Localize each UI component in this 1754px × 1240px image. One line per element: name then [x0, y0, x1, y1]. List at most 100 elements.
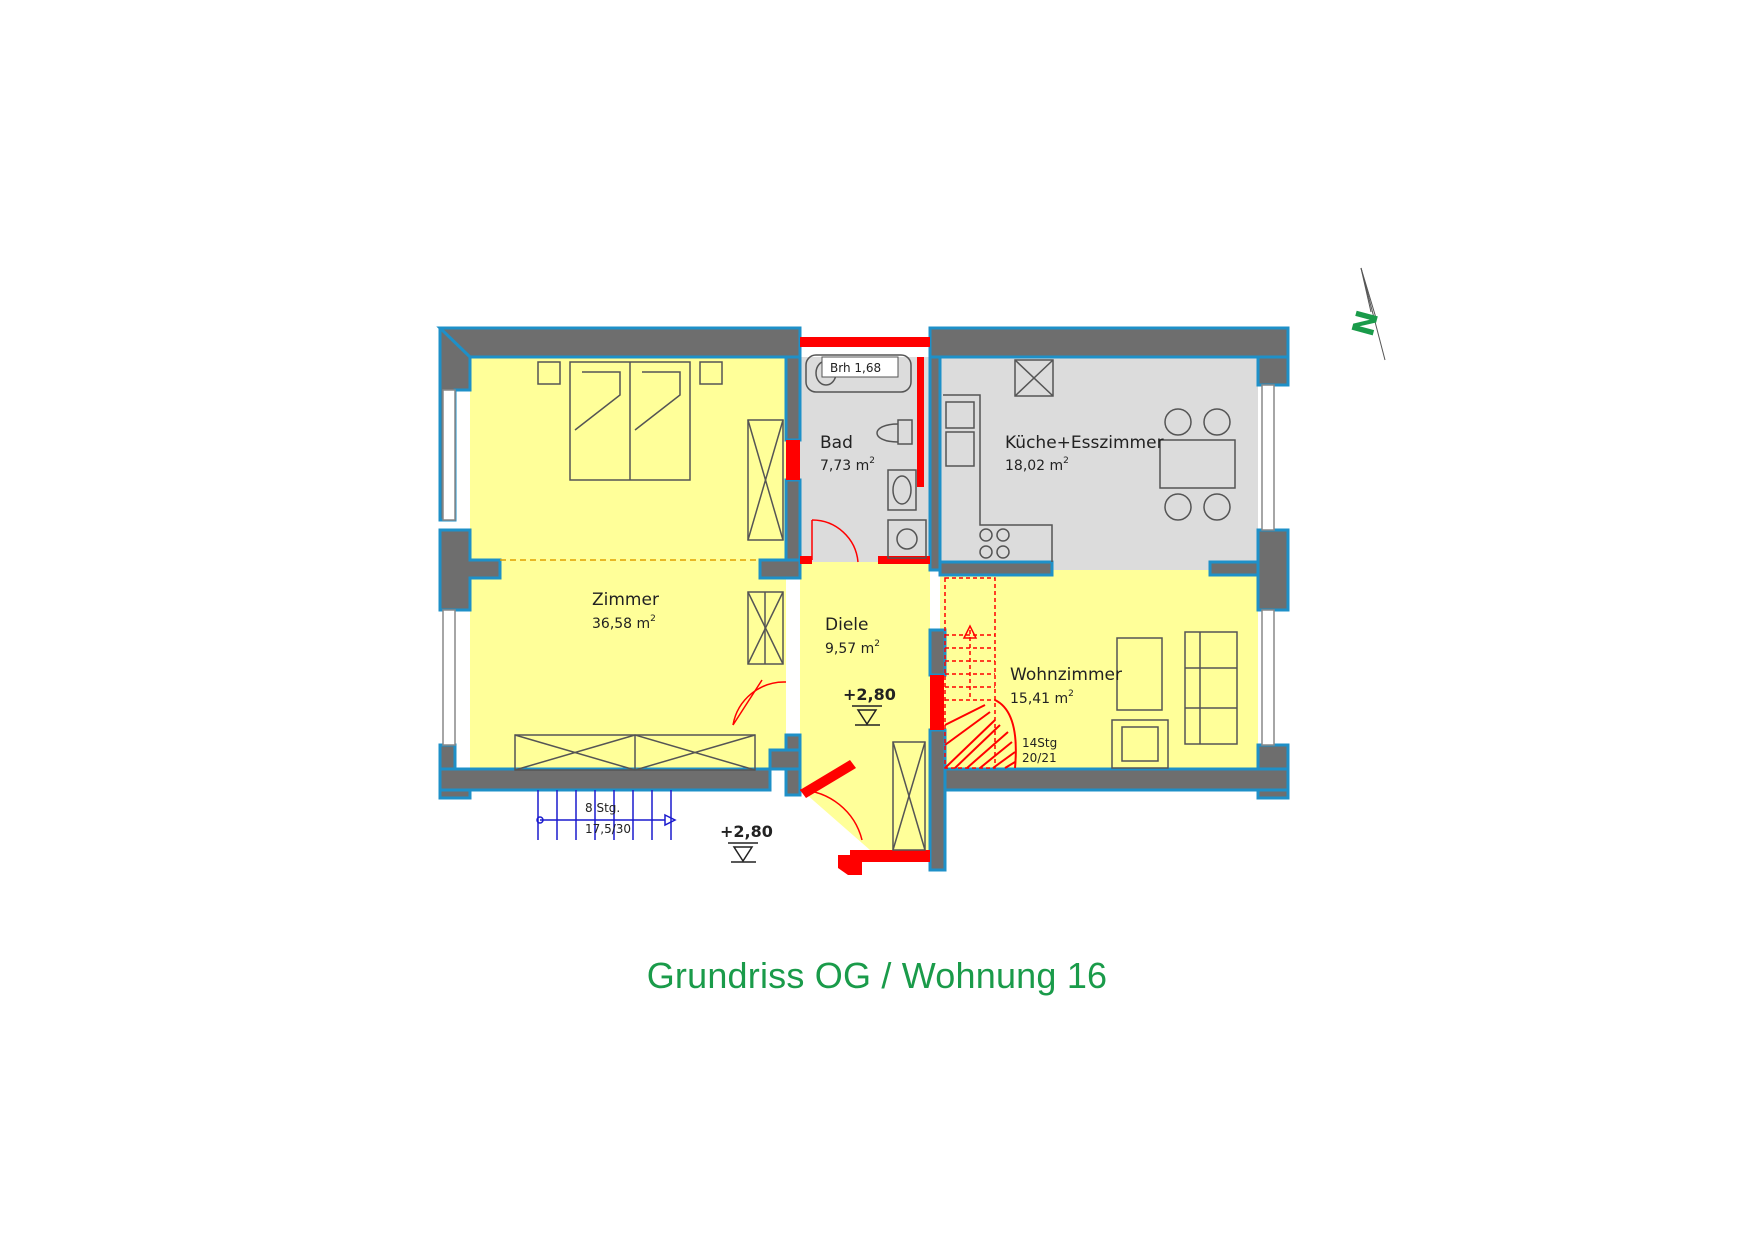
north-arrow-line-1	[1360, 267, 1386, 361]
stairs-outside-ratio: 17,5/30	[585, 822, 631, 836]
red-wall-bad-right	[917, 357, 924, 487]
furniture	[514, 354, 1238, 851]
wardrobe-upper	[747, 419, 784, 541]
red-wall-bad-top	[800, 337, 930, 347]
wardrobe-bottom-x4	[634, 734, 756, 771]
toilet-tank	[897, 419, 913, 445]
dining-table	[1159, 439, 1236, 489]
wall-bottom-left	[438, 767, 772, 792]
door-entry-leaf	[800, 760, 856, 798]
external-stairs	[536, 790, 677, 840]
bad-area: 7,73 m2	[820, 456, 875, 474]
diele-name: Diele	[825, 615, 868, 635]
bed-blanket-left	[574, 371, 621, 431]
stair-wind-8	[944, 704, 986, 726]
armchair-seat	[1121, 726, 1159, 762]
bathtub	[805, 354, 912, 393]
window-left-1	[442, 389, 456, 521]
wall-kueche-wohn-left	[938, 560, 1054, 577]
brh-label: Brh 1,68	[830, 361, 881, 375]
chair-4	[1203, 493, 1231, 521]
level-marker-inside	[852, 705, 882, 726]
new-walls	[786, 337, 944, 875]
north-arrow: N	[1346, 267, 1386, 361]
level-outside-label: +2,80	[720, 822, 773, 841]
nightstand-right	[699, 361, 723, 385]
wall-bad-kueche	[928, 355, 942, 572]
kitchen-counter	[943, 394, 1053, 562]
kueche-name: Küche+Esszimmer	[1005, 433, 1164, 453]
diele-wardrobe-x2	[892, 741, 926, 851]
windows	[442, 384, 1275, 746]
bad-fill	[800, 357, 930, 562]
burner-3	[979, 545, 993, 559]
wohnzimmer-fill	[940, 570, 1258, 769]
window-right-2	[1261, 609, 1275, 746]
coffee-table	[1116, 637, 1163, 711]
stair-arrow-head	[962, 624, 978, 639]
bath-sink-basin	[892, 475, 912, 505]
burner-4	[996, 545, 1010, 559]
stair-wind-6	[1004, 761, 1016, 769]
bath-sink	[887, 469, 917, 511]
shower-drain	[896, 528, 918, 550]
wall-kueche-wohn-right	[1208, 560, 1260, 577]
red-wall-bottom	[850, 850, 930, 862]
kitchen-cabinet-x2	[1014, 359, 1054, 397]
stair-wind-5	[992, 751, 1016, 769]
zimmer-area: 36,58 m2	[592, 614, 656, 632]
diele-area: 9,57 m2	[825, 639, 880, 657]
kitchen-sink	[945, 401, 975, 429]
north-arrow-line-3	[1360, 267, 1372, 313]
wall-diele-wohn-upper	[928, 628, 947, 677]
wall-diele-wohn-lower	[928, 728, 947, 872]
shower	[887, 519, 927, 559]
burner-1	[979, 528, 993, 542]
red-wall-diele-right	[930, 675, 944, 730]
page-title: Grundriss OG / Wohnung 16	[646, 955, 1108, 996]
ext-stair-start	[536, 816, 544, 824]
wall-right-top	[1256, 355, 1290, 387]
chair-1	[1164, 408, 1192, 436]
sofa	[1184, 631, 1238, 745]
diele-wardrobe	[892, 741, 926, 851]
stairs-inside-count: 14Stg	[1022, 736, 1057, 750]
stair-wind-7	[944, 711, 991, 746]
brh-box	[821, 356, 899, 378]
window-right-1	[1261, 384, 1275, 531]
burner-2	[996, 528, 1010, 542]
red-wall-entry	[838, 855, 862, 875]
kueche-fill	[940, 357, 1258, 570]
zimmer-fill	[470, 357, 786, 769]
nightstand-left	[537, 361, 561, 385]
armchair	[1111, 719, 1169, 769]
north-arrow-label: N	[1346, 307, 1386, 340]
kueche-area: 18,02 m2	[1005, 456, 1069, 474]
level-marker-outside	[728, 842, 758, 863]
window-left-2	[442, 609, 456, 746]
wohn-name: Wohnzimmer	[1010, 665, 1122, 685]
level-outside-triangle	[732, 846, 754, 863]
red-wall-bad-left	[786, 440, 800, 480]
kitchen-cabinet	[1014, 359, 1054, 397]
stairs-frame	[944, 577, 996, 769]
wall-zimmer-bottom-stub	[768, 748, 802, 771]
stairs-outside-count: 8 Stg.	[585, 801, 620, 815]
level-inside-label: +2,80	[843, 685, 896, 704]
door-bad-swing	[811, 519, 859, 563]
door-zimmer-swing	[732, 681, 787, 726]
level-inside-triangle	[856, 709, 878, 726]
wall-right-mid	[1256, 528, 1290, 612]
wardrobe-bottom-x2	[514, 734, 636, 771]
room-labels: Zimmer 36,58 m2 Bad 7,73 m2 Küche+Esszim…	[592, 433, 1164, 707]
toilet-bowl	[876, 423, 899, 443]
north-arrow-line-2	[1360, 267, 1377, 319]
wohn-area: 15,41 m2	[1010, 689, 1074, 707]
zimmer-name: Zimmer	[592, 590, 659, 610]
stair-wind-1	[944, 719, 996, 769]
bad-name: Bad	[820, 433, 853, 453]
wall-zimmer-diele-mid	[784, 478, 802, 564]
door-zimmer-leaf	[732, 679, 763, 726]
wall-zimmer-diele-upper	[784, 355, 802, 442]
